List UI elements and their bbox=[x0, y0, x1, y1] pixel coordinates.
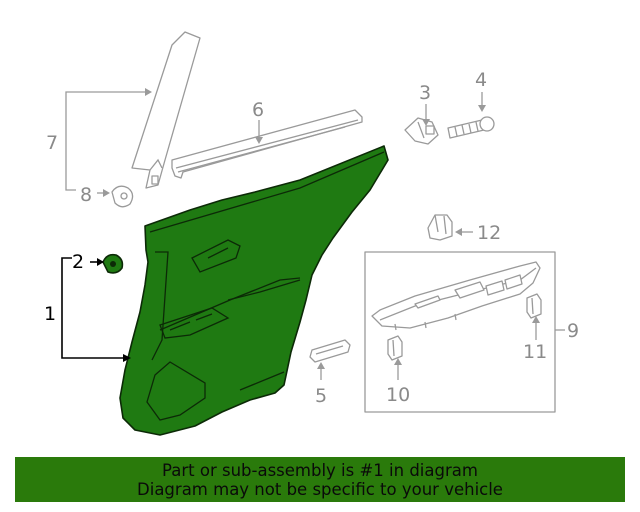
callout-5: 5 bbox=[315, 385, 327, 407]
part-9-switch-panel[interactable] bbox=[371, 261, 541, 331]
arrow-heads bbox=[97, 88, 540, 369]
banner-line-1: Part or sub-assembly is #1 in diagram bbox=[162, 460, 478, 480]
callout-1: 1 bbox=[44, 303, 56, 325]
callout-8: 8 bbox=[80, 184, 92, 206]
part-2-fastener[interactable] bbox=[102, 253, 124, 274]
part-6-weatherstrip[interactable] bbox=[171, 109, 363, 179]
part-12-clip[interactable] bbox=[427, 214, 453, 241]
callout-3: 3 bbox=[419, 82, 431, 104]
callout-12: 12 bbox=[477, 222, 501, 244]
callout-11: 11 bbox=[523, 341, 547, 363]
part-3-clip[interactable] bbox=[404, 117, 439, 145]
part-8-clip[interactable] bbox=[111, 185, 134, 208]
part-11-clip[interactable] bbox=[526, 293, 542, 319]
callout-9: 9 bbox=[567, 320, 579, 342]
part-10-clip[interactable] bbox=[387, 335, 403, 361]
part-5-bezel[interactable] bbox=[309, 339, 351, 363]
callout-6: 6 bbox=[252, 99, 264, 121]
callout-7: 7 bbox=[46, 132, 58, 154]
callout-2: 2 bbox=[72, 251, 84, 273]
part-1-door-trim-board[interactable] bbox=[119, 145, 389, 436]
info-banner: Part or sub-assembly is #1 in diagram Di… bbox=[15, 457, 625, 502]
callout-10: 10 bbox=[386, 384, 410, 406]
banner-line-2: Diagram may not be specific to your vehi… bbox=[137, 479, 503, 499]
part-4-screw[interactable] bbox=[447, 116, 495, 139]
part-7-pillar-garnish[interactable] bbox=[131, 31, 201, 189]
callout-labels: 7 8 6 3 4 12 9 11 10 5 1 2 bbox=[44, 69, 579, 407]
callout-4: 4 bbox=[475, 69, 487, 91]
